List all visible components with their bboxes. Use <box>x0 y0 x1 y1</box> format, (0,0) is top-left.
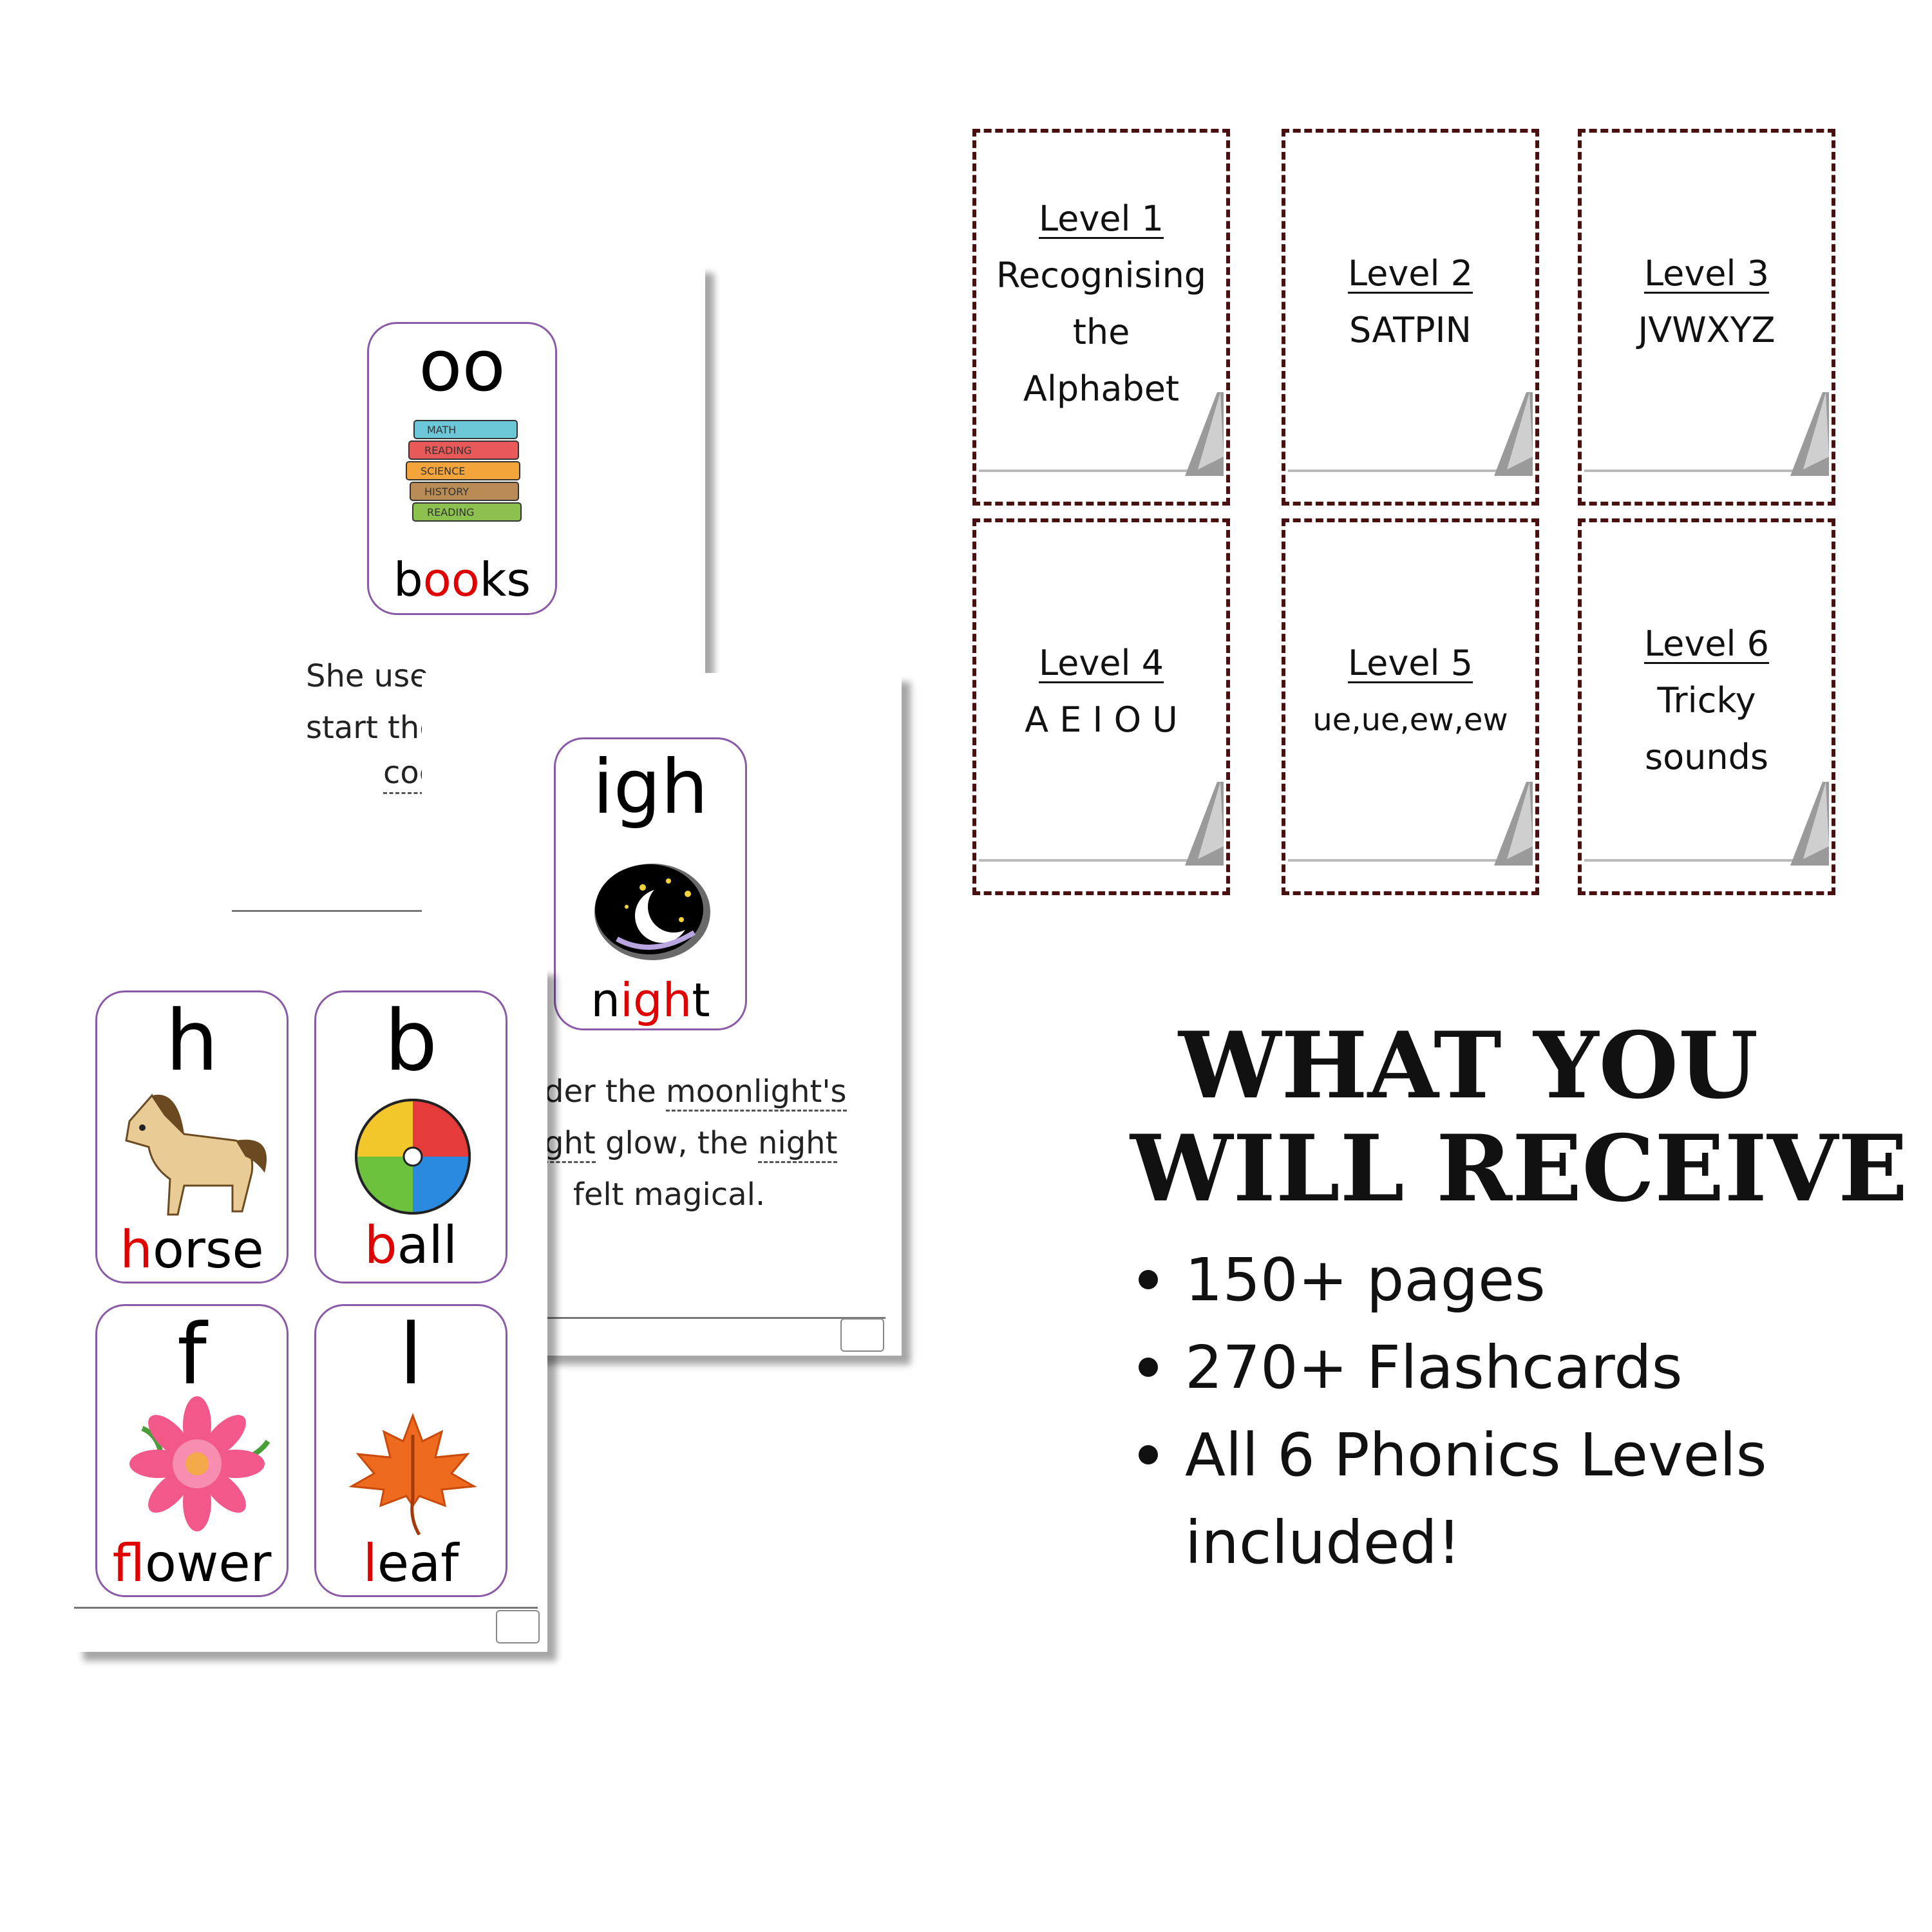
book-spine-5: READING <box>427 506 475 518</box>
example-word: leaf <box>316 1533 506 1595</box>
level-title: Level 2 <box>1347 253 1473 294</box>
level-title: Level 3 <box>1643 253 1770 294</box>
level-title: Level 4 <box>1038 643 1164 683</box>
page-curl-icon <box>1494 782 1533 866</box>
word-highlight: l <box>363 1533 377 1593</box>
flashcard-b: b ball <box>314 990 507 1283</box>
level-line: A E I O U <box>1025 699 1178 740</box>
level-line: SATPIN <box>1349 310 1472 350</box>
worksheet-igh: igh night der the moonlight's ght glow, … <box>422 673 902 1356</box>
example-word: horse <box>97 1219 287 1281</box>
word-part: orse <box>152 1220 264 1280</box>
sentence-line: ght glow, the night <box>544 1117 838 1169</box>
bullet-item: 150+ pages <box>1133 1236 1767 1324</box>
card-footer-line <box>1584 859 1819 862</box>
sentence-word: ght <box>544 1125 596 1163</box>
sentence-part: der the <box>544 1074 667 1110</box>
flashcard-h: h horse <box>95 990 289 1283</box>
publisher-logo-icon <box>840 1318 884 1352</box>
page-curl-icon <box>1185 782 1224 866</box>
card-footer-line <box>1288 469 1522 472</box>
card-footer-line <box>979 469 1213 472</box>
letter-label: h <box>165 992 219 1090</box>
book-spine-4: HISTORY <box>424 486 469 498</box>
letter-label: f <box>177 1305 207 1403</box>
page-footer-line <box>74 1607 538 1609</box>
level-card-1: Level 1 Recognising the Alphabet <box>972 129 1230 506</box>
word-part: b <box>393 553 423 607</box>
word-part: ks <box>479 553 531 607</box>
card-footer-line <box>1288 859 1522 862</box>
page-curl-icon <box>1790 782 1829 866</box>
card-footer-line <box>1584 469 1819 472</box>
books-icon: MATH READING SCIENCE HISTORY READING <box>406 420 522 522</box>
worksheet-letters: h horse b ball f <box>74 966 547 1652</box>
level-line: sounds <box>1644 737 1769 777</box>
word-part: eaf <box>377 1533 459 1593</box>
page-curl-icon <box>1494 392 1533 476</box>
horse-icon <box>125 1094 267 1216</box>
page-curl-icon <box>1185 392 1224 476</box>
level-card-6: Level 6 Tricky sounds <box>1578 518 1835 895</box>
level-line: the <box>1072 312 1130 352</box>
sound-label: oo <box>419 325 506 407</box>
sentence-line: felt magical. <box>573 1177 766 1213</box>
word-part: all <box>397 1215 458 1275</box>
word-highlight: h <box>120 1220 153 1280</box>
level-title: Level 5 <box>1347 643 1473 683</box>
sentence-word: moonlight's <box>666 1074 847 1112</box>
flower-icon <box>129 1396 270 1531</box>
sentence-part: glow, the <box>595 1125 758 1161</box>
ball-icon <box>355 1099 471 1215</box>
level-card-5: Level 5 ue,ue,ew,ew <box>1282 518 1539 895</box>
example-word: flower <box>97 1533 287 1595</box>
level-card-2: Level 2 SATPIN <box>1282 129 1539 506</box>
sentence-line: start the <box>306 710 439 746</box>
example-word: night <box>556 971 745 1029</box>
book-spine-1: MATH <box>427 424 456 436</box>
level-line: JVWXYZ <box>1638 310 1776 350</box>
sound-label: igh <box>592 744 708 831</box>
headline-line-1: WHAT YOU <box>1179 1012 1759 1119</box>
level-title: Level 1 <box>1038 198 1164 239</box>
bullet-item: All 6 Phonics Levels <box>1133 1412 1767 1499</box>
word-part: t <box>692 973 710 1027</box>
sentence-line: She use <box>306 658 429 694</box>
level-line: Recognising <box>996 255 1207 296</box>
level-title: Level 6 <box>1643 623 1770 664</box>
sentence-word: night <box>757 1125 838 1163</box>
sentence-line: der the moonlight's <box>544 1066 847 1117</box>
page-curl-icon <box>1790 392 1829 476</box>
level-line: Alphabet <box>1023 368 1180 409</box>
headline-line-2: WILL RECEIVE <box>1130 1115 1908 1222</box>
word-highlight: b <box>364 1215 397 1275</box>
leaf-icon <box>348 1412 477 1536</box>
word-highlight: oo <box>422 553 480 607</box>
level-card-3: Level 3 JVWXYZ <box>1578 129 1835 506</box>
word-highlight: f <box>112 1533 145 1593</box>
page-footer-line <box>422 1317 886 1319</box>
moon-icon <box>594 864 710 960</box>
word-highlight: igh <box>620 973 692 1027</box>
publisher-logo-icon <box>496 1610 540 1643</box>
flashcard-l: l leaf <box>314 1304 507 1597</box>
level-line: Tricky <box>1657 680 1756 721</box>
flashcard-igh: igh night <box>554 737 747 1030</box>
letter-label: b <box>384 992 438 1090</box>
word-part: lower <box>144 1533 272 1593</box>
word-part: n <box>591 973 621 1027</box>
flashcard-oo: oo MATH READING SCIENCE HISTORY READING … <box>367 322 557 615</box>
example-word: ball <box>316 1215 506 1276</box>
bullet-list: 150+ pages 270+ Flashcards All 6 Phonics… <box>1133 1236 1767 1587</box>
card-footer-line <box>979 859 1213 862</box>
level-card-4: Level 4 A E I O U <box>972 518 1230 895</box>
letter-label: l <box>399 1305 423 1403</box>
bullet-item: 270+ Flashcards <box>1133 1324 1767 1412</box>
level-line: ue,ue,ew,ew <box>1312 702 1508 738</box>
bullet-item-continued: included! <box>1185 1508 1461 1577</box>
example-word: books <box>369 551 555 609</box>
book-spine-3: SCIENCE <box>421 465 465 477</box>
flashcard-f: f flower <box>95 1304 289 1597</box>
book-spine-2: READING <box>424 444 472 457</box>
